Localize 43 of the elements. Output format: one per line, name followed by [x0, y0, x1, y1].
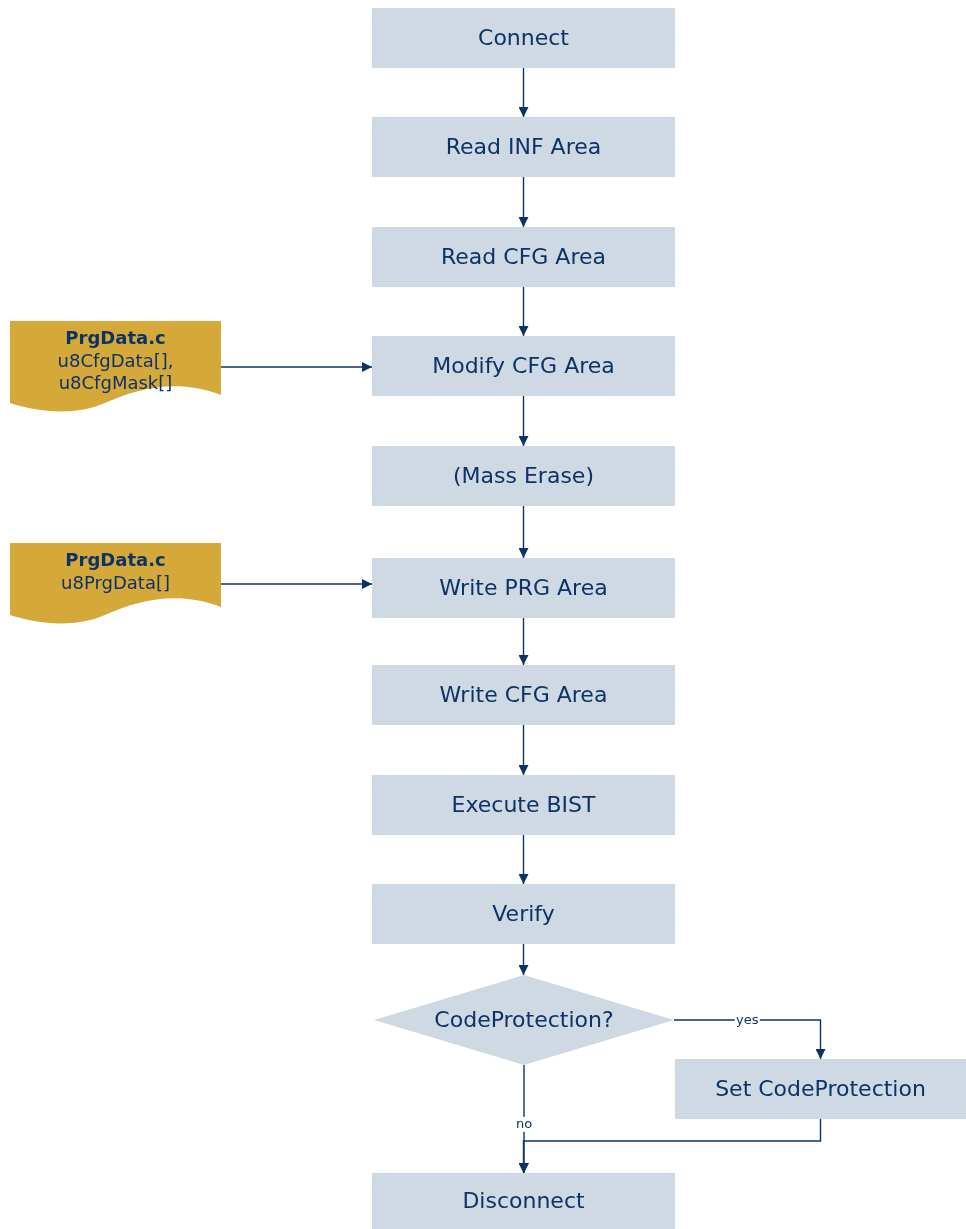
arrow: [518, 395, 529, 447]
step-label: Execute BIST: [451, 791, 596, 819]
step-label: (Mass Erase): [453, 462, 594, 490]
arrow: [518, 834, 529, 885]
document-shape: [10, 321, 221, 413]
step-label: Verify: [492, 900, 555, 928]
process-box: [372, 227, 675, 287]
file-name: PrgData.c: [65, 549, 166, 572]
step-label: Modify CFG Area: [432, 352, 615, 380]
document-shape: [10, 543, 221, 625]
arrow: [220, 579, 373, 589]
arrow: [518, 505, 529, 559]
step-label: Write CFG Area: [439, 681, 608, 709]
arrow: [518, 617, 529, 666]
array-names: u8CfgData[], u8CfgMask[]: [56, 349, 175, 395]
process-box: [675, 1059, 966, 1119]
process-box: [372, 8, 675, 68]
step-label: CodeProtection?: [434, 1006, 614, 1034]
process-box: [372, 117, 675, 177]
arrow: [518, 67, 529, 118]
edge-label: no: [514, 1117, 534, 1132]
step-label: Read INF Area: [445, 133, 602, 161]
process-box: [372, 558, 675, 618]
arrow: [518, 1118, 822, 1174]
arrow: [518, 286, 529, 337]
decision-diamond: [374, 975, 674, 1065]
step-label: Read CFG Area: [441, 243, 606, 271]
step-label: Disconnect: [462, 1187, 585, 1215]
process-box: [372, 665, 675, 725]
process-box: [372, 336, 675, 396]
file-name: PrgData.c: [65, 327, 166, 350]
process-box: [372, 1173, 675, 1229]
process-box: [372, 775, 675, 835]
arrow: [518, 724, 529, 776]
step-label: Connect: [478, 24, 569, 52]
array-names: u8PrgData[]: [61, 571, 170, 594]
arrow: [220, 362, 373, 372]
step-label: Write PRG Area: [439, 574, 608, 602]
process-box: [372, 884, 675, 944]
arrow: [518, 176, 529, 228]
step-label: Set CodeProtection: [715, 1075, 926, 1103]
arrow: [518, 943, 529, 976]
process-box: [372, 446, 675, 506]
